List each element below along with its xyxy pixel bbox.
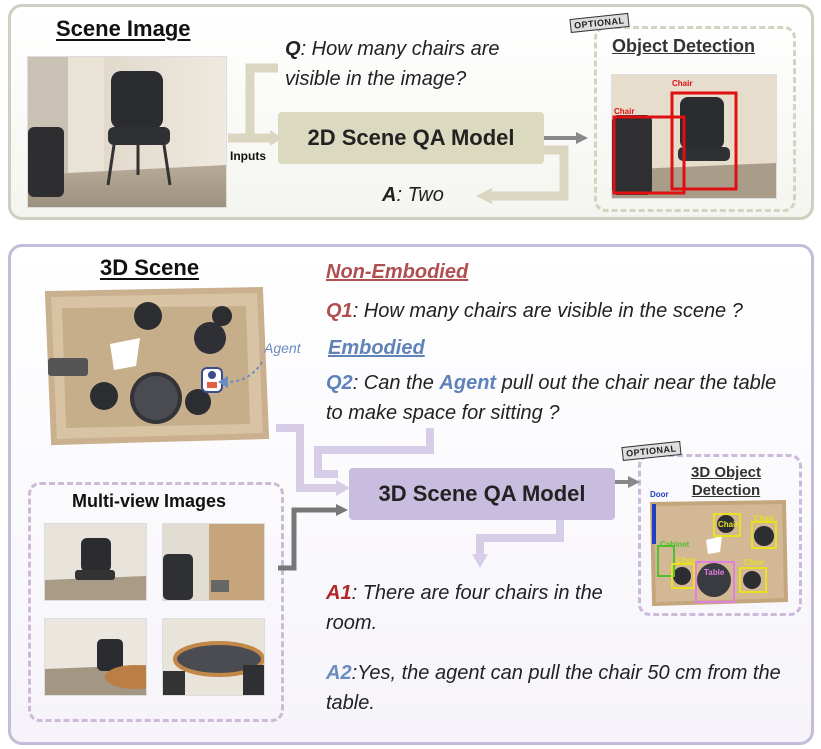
multiview-title: Multi-view Images: [72, 491, 227, 511]
a1-prefix: A1: [326, 582, 352, 604]
3d-detection-box: [638, 454, 802, 616]
3d-tag-door: Door: [650, 490, 669, 499]
a2-text: :Yes, the agent can pull the chair 50 cm…: [326, 662, 781, 714]
multiview-image-3: [44, 618, 147, 696]
a1-line: A1: There are four chairs in the room.: [326, 578, 626, 638]
3d-detection-title-1: 3D Object: [690, 464, 762, 481]
a2-line: A2:Yes, the agent can pull the chair 50 …: [326, 658, 786, 718]
scene-image-photo: [27, 56, 227, 208]
2d-scene-qa-model: 2D Scene QA Model: [278, 112, 544, 164]
top-answer-text: : Two: [396, 184, 444, 206]
q1-line: Q1: How many chairs are visible in the s…: [326, 296, 806, 326]
top-answer: A: Two: [382, 180, 444, 210]
multiview-image-4: [162, 618, 265, 696]
3d-tag-chair-2: Chair: [754, 514, 775, 523]
3d-detection-render: Door Chair Chair Cabinet Chair Table Cha…: [648, 490, 789, 607]
3d-detection-title-2: Detection: [691, 482, 761, 499]
multiview-box: [28, 482, 284, 722]
top-detection-image: Chair Chair: [611, 74, 777, 199]
q2-line: Q2: Can the Agent pull out the chair nea…: [326, 368, 786, 428]
q2-prefix: Q2: [326, 372, 353, 394]
non-embodied-title: Non-Embodied: [326, 261, 469, 283]
a1-text: : There are four chairs in the room.: [326, 582, 603, 634]
multiview-image-2: [162, 523, 265, 601]
q1-prefix: Q1: [326, 300, 353, 322]
scene-image-title: Scene Image: [56, 16, 191, 41]
top-question-text: : How many chairs are visible in the ima…: [285, 38, 500, 90]
3d-detection-title: 3D Object Detection: [680, 464, 772, 500]
q2-text-1: : Can the: [352, 372, 440, 394]
3d-tag-chair-4: Chair: [744, 558, 765, 567]
top-question-prefix: Q: [285, 38, 301, 60]
q2-text-2: pull out the chair near the table to mak…: [326, 372, 777, 424]
3d-scene-render: [40, 286, 272, 446]
3d-tag-table: Table: [704, 568, 725, 577]
q2-agent: Agent: [439, 372, 497, 394]
embodied-title: Embodied: [328, 337, 425, 359]
multiview-image-1: [44, 523, 147, 601]
3d-tag-chair-3: Chair: [676, 556, 697, 565]
q1-text: : How many chairs are visible in the sce…: [352, 300, 743, 322]
top-detection-title: Object Detection: [612, 36, 756, 56]
3d-tag-chair-1: Chair: [718, 520, 739, 529]
top-detection-tag-1: Chair: [672, 79, 693, 88]
top-question: Q: How many chairs are visible in the im…: [285, 34, 545, 94]
inputs-label: Inputs: [230, 149, 266, 163]
3d-scene-qa-model: 3D Scene QA Model: [349, 468, 615, 520]
top-detection-box: [594, 26, 796, 212]
top-detection-tag-2: Chair: [614, 107, 635, 116]
a2-prefix: A2: [326, 662, 352, 684]
3d-tag-cabinet: Cabinet: [660, 540, 690, 549]
3d-scene-title: 3D Scene: [100, 255, 200, 280]
top-answer-prefix: A: [382, 184, 397, 206]
agent-label: Agent: [264, 340, 301, 356]
